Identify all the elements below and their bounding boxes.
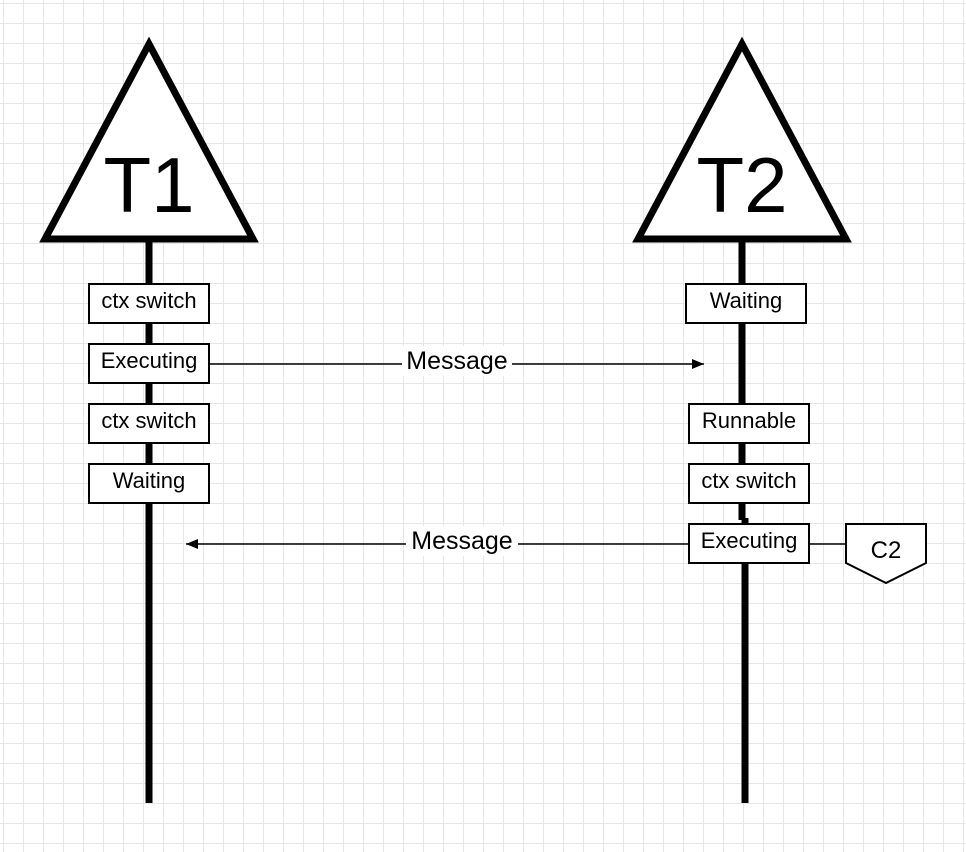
message-label-bg: [402, 346, 512, 376]
t2-state-ctx-switch: ctx switch: [688, 463, 810, 504]
message-label-bg: [406, 526, 518, 556]
t2-state-label: Runnable: [702, 408, 796, 433]
t1-state-ctx-switch-2: ctx switch: [88, 403, 210, 444]
message-t2-to-t1: Message: [186, 526, 689, 556]
thread-t2: T2 Waiting Runnable ctx switch Executing: [632, 36, 852, 803]
annotation-c2: C2: [845, 523, 927, 585]
t1-head-triangle: [39, 36, 259, 243]
t1-state-label: Executing: [101, 348, 198, 373]
message-t1-to-t2: Message: [209, 346, 704, 376]
t2-state-waiting: Waiting: [685, 283, 807, 324]
t2-state-runnable: Runnable: [688, 403, 810, 444]
t1-state-label: ctx switch: [101, 288, 196, 313]
c2-label: C2: [871, 537, 902, 564]
t1-state-label: ctx switch: [101, 408, 196, 433]
c2-tag-shape: [845, 523, 927, 585]
thread-t1: T1 ctx switch Executing ctx switch Waiti…: [39, 36, 259, 803]
t2-head-triangle: [632, 36, 852, 243]
message-label: Message: [406, 347, 507, 375]
t2-state-label: ctx switch: [701, 468, 796, 493]
t1-state-ctx-switch-1: ctx switch: [88, 283, 210, 324]
t1-label: T1: [103, 141, 194, 229]
t2-label: T2: [696, 141, 787, 229]
t1-state-label: Waiting: [113, 468, 186, 493]
message-label: Message: [411, 527, 512, 555]
t1-state-waiting: Waiting: [88, 463, 210, 504]
t2-state-label: Executing: [701, 528, 798, 553]
t2-state-label: Waiting: [710, 288, 783, 313]
t2-state-executing: Executing: [688, 523, 810, 564]
t1-state-executing: Executing: [88, 343, 210, 384]
